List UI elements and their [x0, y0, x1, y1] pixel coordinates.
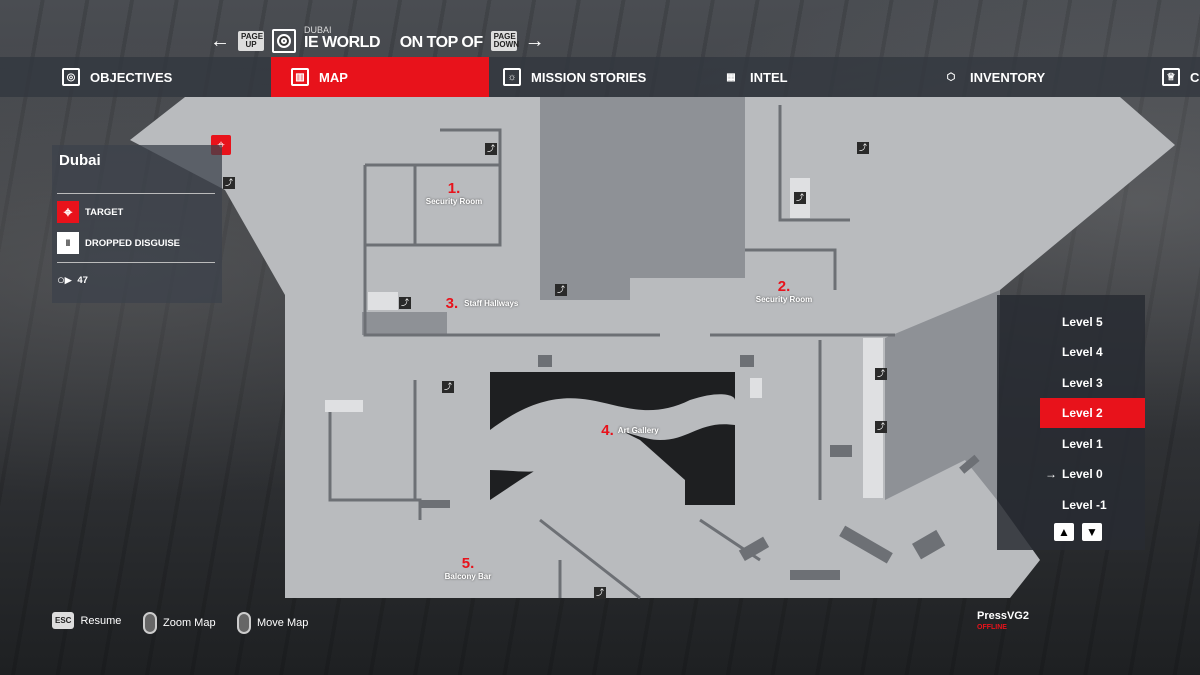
stairs-icon: ⤴ — [223, 177, 235, 189]
tab-objectives[interactable]: ◎OBJECTIVES — [62, 57, 172, 97]
mouse-scroll-icon — [143, 612, 157, 634]
target-icon: ◎ — [62, 68, 80, 86]
stairs-icon: ⤴ — [875, 368, 887, 380]
target-icon: ⌖ — [57, 201, 79, 223]
stairs-icon: ⤴ — [399, 297, 411, 309]
level-up-key-icon[interactable]: ▲ — [1054, 523, 1074, 541]
box-icon: ⬡ — [946, 71, 956, 83]
level-4[interactable]: Level 4 — [1062, 345, 1103, 359]
level-down-key-icon[interactable]: ▼ — [1082, 523, 1102, 541]
level-selector: Level 5 Level 4 Level 3 Level 2 Level 1 … — [997, 295, 1145, 550]
tab-map[interactable]: ▥MAP — [271, 57, 489, 97]
trophy-icon: ♕ — [1162, 68, 1180, 86]
level-minus-1[interactable]: Level -1 — [1062, 498, 1107, 512]
map-label-security-room-1[interactable]: 1.Security Room — [425, 180, 483, 206]
level-5[interactable]: Level 5 — [1062, 315, 1103, 329]
tab-mission-stories[interactable]: ☼MISSION STORIES — [503, 57, 646, 97]
map-icon: ▥ — [291, 68, 309, 86]
online-status: OFFLINE — [977, 624, 1007, 631]
page-down-key[interactable]: PAGE DOWN — [490, 31, 519, 51]
stairs-icon: ⤴ — [555, 284, 567, 296]
main-tabs: ◎OBJECTIVES ▥MAP ☼MISSION STORIES ▦INTEL… — [0, 57, 1200, 97]
stairs-icon: ⤴ — [594, 587, 606, 599]
map-label-staff-hallways[interactable]: 3.Staff Hallways — [445, 295, 519, 312]
stairs-icon: ⤴ — [442, 381, 454, 393]
mouse-icon — [237, 612, 251, 634]
level-3[interactable]: Level 3 — [1062, 376, 1103, 390]
mission-title: IE WORLD ON TOP OF — [304, 34, 483, 51]
tab-inventory[interactable]: ⬡INVENTORY — [942, 57, 1046, 97]
level-2[interactable]: Level 2 — [1040, 398, 1145, 428]
map-label-security-room-2[interactable]: 2.Security Room — [755, 278, 813, 304]
tab-challenges[interactable]: ♕C — [1162, 57, 1199, 97]
legend-item-target: ⌖TARGET — [57, 201, 123, 223]
legend-count: ○▸47 — [57, 272, 88, 287]
current-level-arrow-icon: → — [1045, 467, 1057, 481]
arrow-left-icon[interactable]: ← — [210, 29, 230, 52]
legend-title: Dubai — [59, 152, 101, 169]
map-label-art-gallery[interactable]: 4.Art Gallery — [601, 422, 659, 439]
username: PressVG2 — [977, 610, 1029, 622]
page-up-key[interactable]: PAGE UP — [238, 31, 264, 51]
player-icon: ○▸ — [57, 272, 72, 287]
user-profile: PressVG2 OFFLINE — [977, 610, 1029, 631]
map-label-balcony-bar[interactable]: 5.Balcony Bar — [444, 555, 492, 581]
zoom-map-hint: Zoom Map — [143, 612, 216, 634]
level-0[interactable]: →Level 0 — [1045, 467, 1103, 481]
level-1[interactable]: Level 1 — [1062, 437, 1103, 451]
divider — [57, 193, 215, 194]
arrow-right-icon[interactable]: → — [524, 29, 545, 52]
stairs-icon: ⤴ — [794, 192, 806, 204]
divider — [57, 262, 215, 263]
esc-key: ESC — [52, 612, 75, 629]
stairs-icon: ⤴ — [485, 143, 497, 155]
disguise-icon: ǁ — [57, 232, 79, 254]
lightbulb-icon: ☼ — [503, 68, 521, 86]
mission-icon — [272, 29, 296, 53]
tab-intel[interactable]: ▦INTEL — [722, 57, 787, 97]
intel-icon: ▦ — [726, 71, 736, 83]
stairs-icon: ⤴ — [875, 421, 887, 433]
mission-location: DUBAI — [304, 25, 332, 35]
move-map-hint: Move Map — [237, 612, 308, 634]
stairs-icon: ⤴ — [857, 142, 869, 154]
